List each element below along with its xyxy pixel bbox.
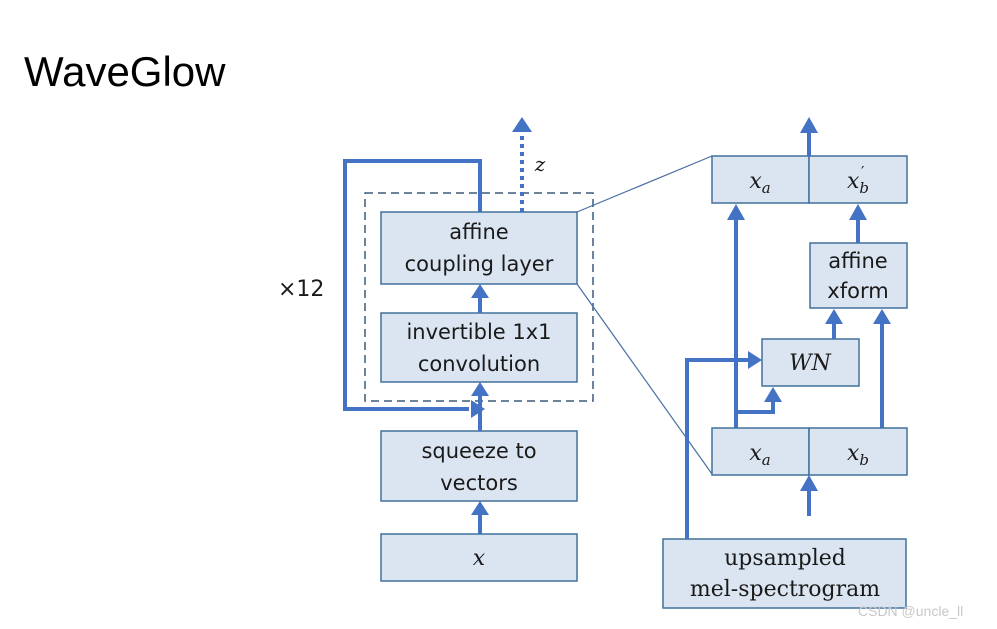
watermark: CSDN @uncle_ll [858, 603, 963, 619]
zoom-line-bottom [576, 283, 713, 475]
affine-coupling-box [380, 211, 578, 285]
bottom-xb-label: xb [847, 441, 869, 469]
input-label: x [473, 546, 486, 571]
zoom-line-top [576, 155, 713, 213]
mel-label-2: mel-spectrogram [690, 577, 880, 602]
affine-coupling-label-2: coupling layer [405, 252, 554, 276]
squeeze-box [380, 430, 578, 502]
input-to-squeeze-arrowhead [471, 501, 489, 515]
z-label: z [534, 152, 546, 176]
mel-to-wn-arrowhead [748, 351, 762, 369]
top-xb-prime-label: xb′ [847, 163, 869, 197]
conv-to-affine-arrowhead [471, 284, 489, 298]
xform-to-xbprime-arrowhead [849, 204, 867, 220]
invertible-conv-label-2: convolution [418, 352, 540, 376]
invertible-conv-label-1: invertible 1x1 [406, 320, 551, 344]
bottom-xa-label: xa [749, 441, 770, 469]
xa-to-wn-arrow [736, 402, 775, 414]
affine-xform-box [809, 242, 908, 309]
squeeze-label-1: squeeze to [421, 439, 536, 463]
mel-to-wn-arrow [685, 358, 750, 539]
xa-passthrough-arrowhead [727, 204, 745, 220]
xa-to-wn-arrowhead [764, 387, 782, 402]
bottom-xb-box [808, 427, 908, 476]
top-output-arrowhead [800, 117, 818, 133]
top-xb-prime-box [808, 155, 908, 204]
top-xa-label: xa [749, 169, 770, 197]
wn-label: WN [789, 351, 832, 376]
squeeze-label-2: vectors [440, 471, 518, 495]
bottom-input-arrowhead [800, 475, 818, 491]
mel-label-1: upsampled [724, 546, 846, 571]
z-output-arrowhead [512, 117, 532, 132]
affine-coupling-label-1: affine [449, 220, 508, 244]
mel-spectrogram-box [662, 538, 907, 609]
invertible-conv-box [380, 312, 578, 383]
wn-box [761, 338, 860, 387]
xb-to-xform-arrowhead [873, 309, 891, 324]
slide-title: WaveGlow [24, 48, 226, 95]
affine-xform-label-2: xform [827, 279, 888, 303]
affine-xform-label-1: affine [828, 249, 887, 273]
squeeze-to-conv-arrowhead [471, 382, 489, 396]
repeat-count-label: ×12 [278, 277, 324, 302]
wn-to-xform-arrowhead [825, 309, 843, 324]
repeat-loop-arrow [343, 159, 482, 411]
bottom-xa-box [711, 427, 810, 476]
